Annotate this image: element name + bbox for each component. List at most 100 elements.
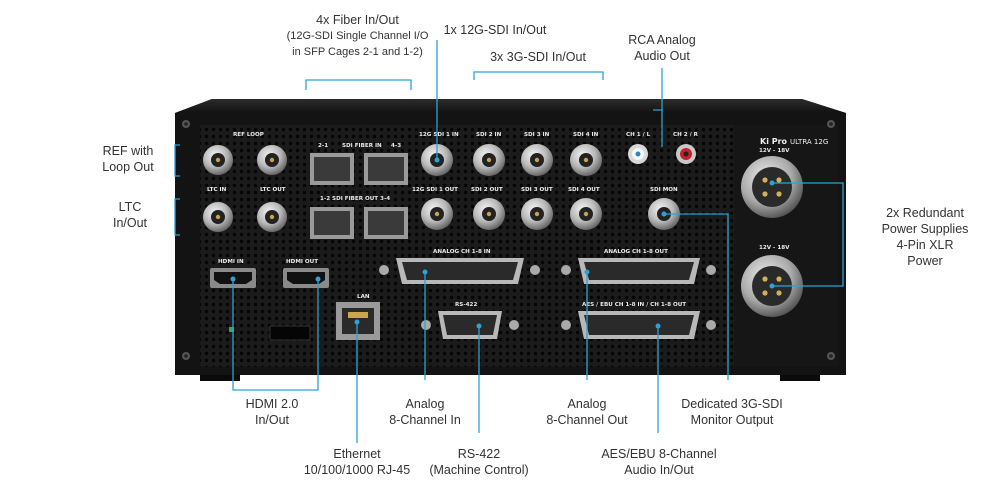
bnc-connector bbox=[521, 144, 553, 176]
callout-line: 4x Fiber In/Out bbox=[316, 13, 399, 27]
label-sdi2-out: SDI 2 OUT bbox=[471, 187, 503, 193]
callout-analog-out: Analog 8-Channel Out bbox=[532, 396, 642, 428]
brand-logo: Ki Pro bbox=[760, 137, 788, 146]
callout-leader-lines bbox=[174, 40, 844, 443]
label-fiber-in-right: 4-3 bbox=[391, 143, 401, 149]
callout-line: 8-Channel In bbox=[389, 413, 461, 427]
callout-ref: REF with Loop Out bbox=[88, 143, 168, 175]
callout-ethernet: Ethernet 10/100/1000 RJ-45 bbox=[297, 446, 417, 478]
label-sdi4-in: SDI 4 IN bbox=[573, 132, 599, 138]
callout-points bbox=[230, 157, 775, 329]
callout-line: REF with bbox=[102, 144, 154, 158]
bnc-connector bbox=[473, 144, 505, 176]
label-sdi-mon: SDI MON bbox=[650, 187, 678, 193]
model-name: ULTRA 12G bbox=[790, 138, 828, 146]
label-power1: 12V - 18V bbox=[759, 148, 790, 154]
rca-jack-white bbox=[628, 144, 648, 164]
callout-line: Ethernet bbox=[333, 447, 381, 461]
bnc-connector bbox=[570, 144, 602, 176]
sfp-cage bbox=[310, 207, 354, 239]
callout-line: Analog bbox=[567, 397, 607, 411]
label-fiber-out: 1-2 SDI FIBER OUT 3-4 bbox=[320, 196, 390, 202]
callout-12g-sdi: 1x 12G-SDI In/Out bbox=[430, 22, 560, 38]
label-power2: 12V - 18V bbox=[759, 245, 790, 251]
callout-line: RS-422 bbox=[457, 447, 501, 461]
callout-line: 2x Redundant bbox=[886, 206, 964, 220]
bnc-connector bbox=[570, 198, 602, 230]
db-connector-analog-out bbox=[561, 258, 716, 284]
callout-rs422: RS-422 (Machine Control) bbox=[424, 446, 534, 478]
callout-line: in SFP Cages 2-1 and 1-2) bbox=[292, 46, 423, 58]
callout-line: Dedicated 3G-SDI bbox=[681, 397, 783, 411]
card-slot bbox=[269, 325, 311, 341]
callout-analog-in: Analog 8-Channel In bbox=[375, 396, 475, 428]
callout-line: Power Supplies bbox=[881, 222, 969, 236]
bnc-connector bbox=[257, 202, 287, 232]
label-lan: LAN bbox=[357, 294, 370, 300]
db-connector-analog-in bbox=[379, 258, 540, 284]
callout-line: Audio In/Out bbox=[624, 463, 694, 477]
callout-line: HDMI 2.0 bbox=[245, 397, 299, 411]
callout-hdmi: HDMI 2.0 In/Out bbox=[232, 396, 312, 428]
callout-line: 1x 12G-SDI In/Out bbox=[443, 23, 547, 37]
bnc-connector bbox=[521, 198, 553, 230]
callout-line: 8-Channel Out bbox=[546, 413, 628, 427]
callout-line: RCA Analog bbox=[628, 33, 696, 47]
callout-line: LTC bbox=[118, 200, 142, 214]
callout-line: 10/100/1000 RJ-45 bbox=[303, 463, 411, 477]
callout-power: 2x Redundant Power Supplies 4-Pin XLR Po… bbox=[860, 205, 990, 269]
bnc-connector bbox=[203, 202, 233, 232]
callout-aes-ebu: AES/EBU 8-Channel Audio In/Out bbox=[594, 446, 724, 478]
db-connector-aes-ebu bbox=[561, 311, 716, 339]
label-ch2: CH 2 / R bbox=[673, 132, 699, 138]
bnc-connector bbox=[473, 198, 505, 230]
callout-3g-sdi: 3x 3G-SDI In/Out bbox=[478, 49, 598, 65]
label-sdi3-out: SDI 3 OUT bbox=[521, 187, 553, 193]
label-hdmi-out: HDMI OUT bbox=[286, 259, 318, 265]
callout-rca: RCA Analog Audio Out bbox=[614, 32, 710, 64]
sfp-cage bbox=[310, 153, 354, 185]
label-analog-out: ANALOG CH 1-8 OUT bbox=[604, 249, 668, 255]
bnc-connector bbox=[203, 145, 233, 175]
sfp-cage bbox=[364, 153, 408, 185]
label-ltc-out: LTC OUT bbox=[260, 187, 286, 193]
label-sdi1-out: 12G SDI 1 OUT bbox=[412, 187, 458, 193]
callout-line: 4-Pin XLR bbox=[896, 238, 954, 252]
callout-line: Loop Out bbox=[102, 160, 154, 174]
label-analog-in: ANALOG CH 1-8 IN bbox=[433, 249, 491, 255]
label-sdi3-in: SDI 3 IN bbox=[524, 132, 550, 138]
label-sdi1-in: 12G SDI 1 IN bbox=[419, 132, 459, 138]
callout-line: Analog bbox=[405, 397, 445, 411]
db-connector-rs422 bbox=[421, 311, 519, 339]
callout-line: Monitor Output bbox=[690, 413, 774, 427]
label-hdmi-in: HDMI IN bbox=[218, 259, 244, 265]
callout-sdi-mon: Dedicated 3G-SDI Monitor Output bbox=[672, 396, 792, 428]
label-sdi4-out: SDI 4 OUT bbox=[568, 187, 600, 193]
label-aes-ebu: AES / EBU CH 1-8 IN / CH 1-8 OUT bbox=[582, 302, 686, 308]
label-fiber-in: SDI FIBER IN bbox=[342, 143, 382, 149]
label-fiber-in-left: 2-1 bbox=[318, 143, 328, 149]
label-sdi2-in: SDI 2 IN bbox=[476, 132, 502, 138]
bnc-connector bbox=[421, 198, 453, 230]
sfp-cage bbox=[364, 207, 408, 239]
hdmi-port bbox=[283, 268, 329, 288]
label-ch1: CH 1 / L bbox=[626, 132, 651, 138]
callout-ltc: LTC In/Out bbox=[100, 199, 160, 231]
callout-line: Audio Out bbox=[634, 49, 690, 63]
bnc-connector bbox=[257, 145, 287, 175]
xlr-power-connector bbox=[741, 156, 803, 218]
label-ref-loop: REF LOOP bbox=[233, 132, 264, 138]
rca-jack-red bbox=[676, 144, 696, 164]
callout-line: In/Out bbox=[254, 413, 290, 427]
label-rs422: RS-422 bbox=[455, 302, 477, 308]
callout-line: In/Out bbox=[112, 216, 148, 230]
status-led bbox=[229, 327, 234, 332]
callout-line: 3x 3G-SDI In/Out bbox=[490, 50, 586, 64]
rj45-port bbox=[336, 302, 380, 340]
callout-fiber: 4x Fiber In/Out (12G-SDI Single Channel … bbox=[270, 12, 445, 60]
callout-line: (Machine Control) bbox=[429, 463, 529, 477]
label-ltc-in: LTC IN bbox=[207, 187, 227, 193]
callout-line: Power bbox=[907, 254, 943, 268]
callout-line: (12G-SDI Single Channel I/O bbox=[286, 30, 429, 42]
